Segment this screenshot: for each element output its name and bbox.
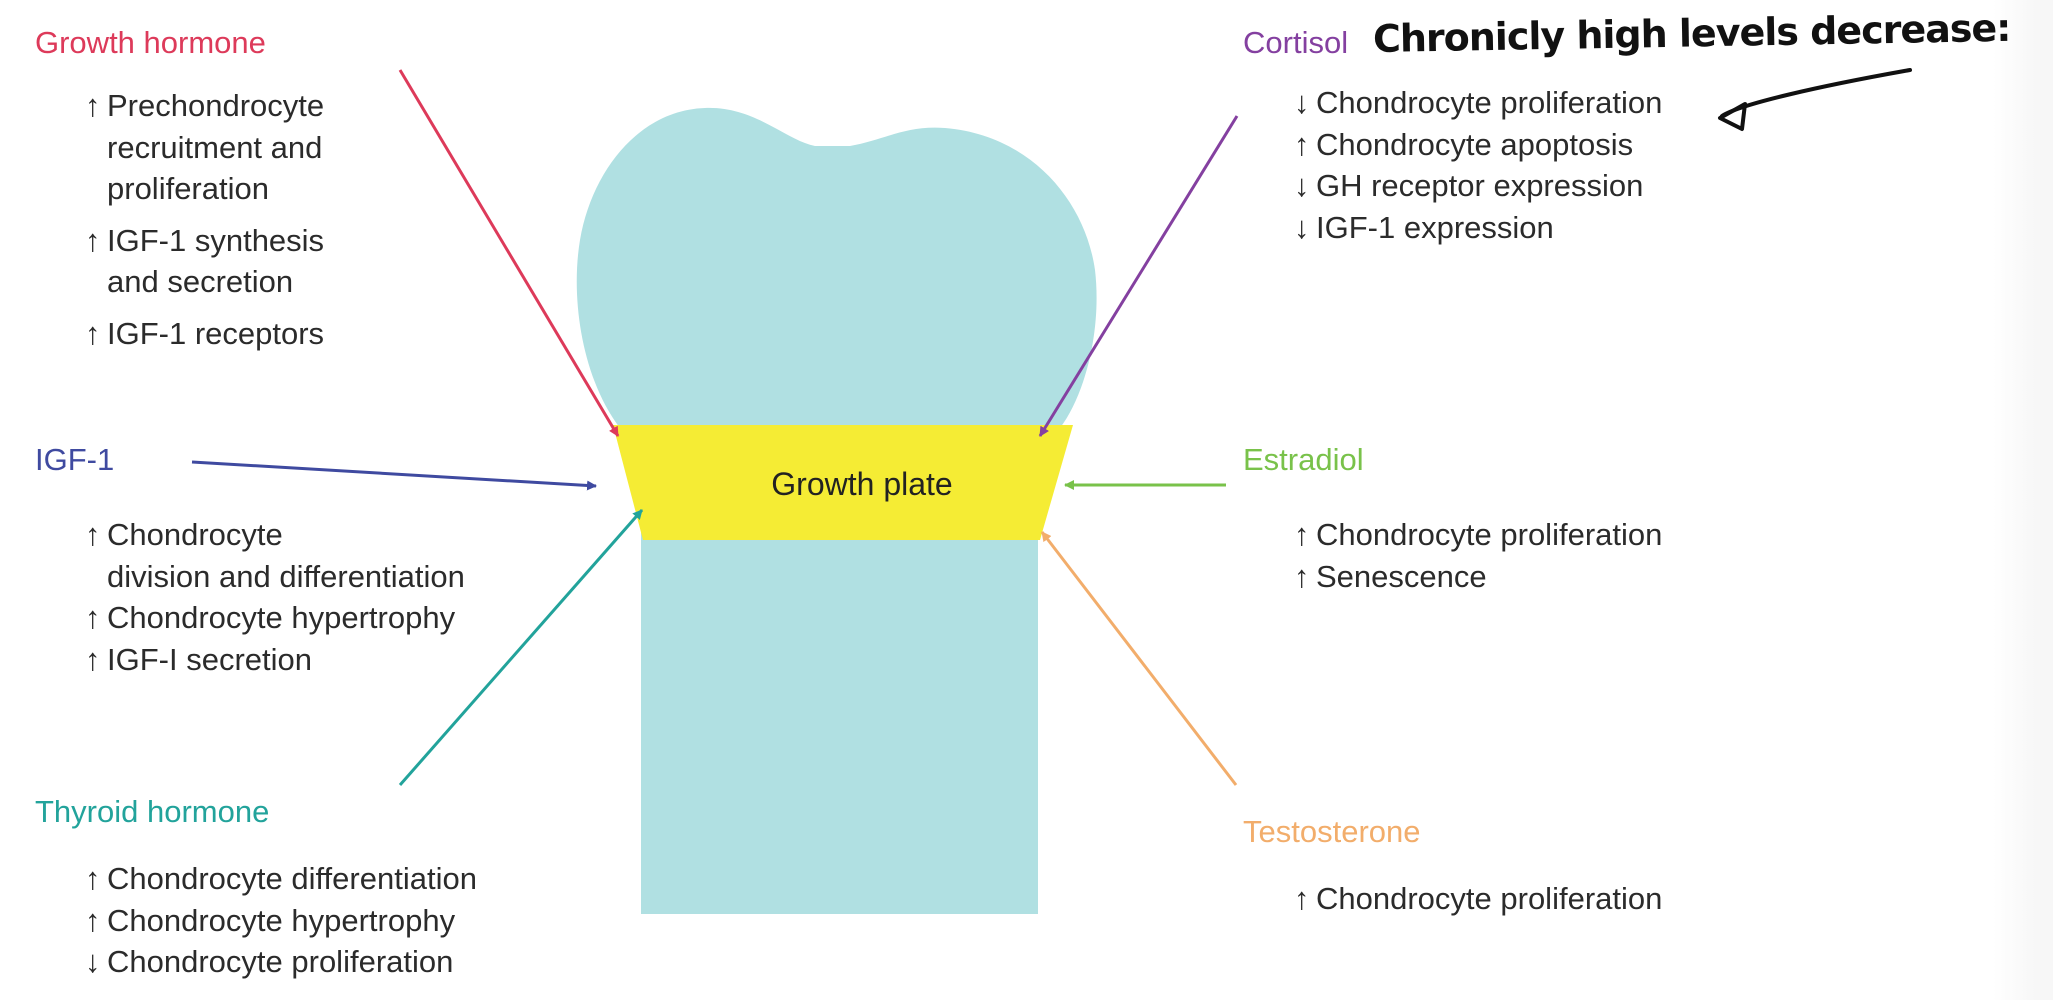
increase-arrow-icon: ↑	[85, 88, 101, 123]
increase-arrow-icon: ↑	[85, 222, 101, 258]
increase-arrow-icon: ↑	[85, 600, 101, 635]
effect-item: ↓ GH receptor expression	[1294, 165, 1662, 207]
increase-arrow-icon: ↑	[1294, 558, 1310, 594]
effect-text: Chondrocyte apoptosis	[1316, 126, 1634, 162]
effect-item: ↑ IGF-1 synthesis and secretion	[85, 220, 324, 303]
effect-text: Chondrocyte proliferation	[1316, 85, 1663, 120]
increase-arrow-icon: ↑	[1294, 517, 1310, 552]
effect-text: Chondrocyte proliferation	[1316, 517, 1663, 552]
increase-arrow-icon: ↑	[1294, 881, 1310, 916]
increase-arrow-icon: ↑	[1294, 126, 1310, 162]
effect-item: ↑ Senescence	[1294, 556, 1662, 598]
increase-arrow-icon: ↑	[85, 315, 101, 351]
effect-item: ↓ Chondrocyte proliferation	[1294, 82, 1662, 124]
effect-item: ↑ Chondrocyte hypertrophy	[85, 597, 465, 639]
decrease-arrow-icon: ↓	[1294, 168, 1310, 203]
effect-text: division and differentiation	[107, 558, 465, 594]
effect-text: Prechondrocyte	[107, 88, 325, 123]
growth-hormone-label: Growth hormone	[35, 25, 266, 60]
estradiol-label: Estradiol	[1243, 442, 1364, 477]
increase-arrow-icon: ↑	[85, 517, 101, 552]
thyroid-hormone-arrow	[398, 509, 644, 786]
effect-text: and secretion	[107, 264, 294, 299]
effect-item: ↑ Chondrocyte apoptosis	[1294, 124, 1662, 166]
effect-text: Chondrocyte proliferation	[1316, 881, 1663, 916]
effect-text: recruitment and	[107, 129, 323, 165]
igf1-label: IGF-1	[35, 442, 115, 477]
effect-item: ↓ Chondrocyte proliferation	[85, 941, 477, 983]
effect-item: ↑ IGF-I secretion	[85, 639, 465, 681]
growth-hormone-effects: ↑ Prechondrocyte recruitment and prolife…	[85, 85, 324, 354]
testosterone-label: Testosterone	[1243, 814, 1421, 849]
effect-text: Chondrocyte proliferation	[107, 944, 454, 979]
growth-hormone-arrow	[398, 69, 620, 437]
decrease-arrow-icon: ↓	[1294, 209, 1310, 245]
right-edge-shade	[1993, 0, 2053, 1000]
effect-item: ↑ Chondrocyte proliferation	[1294, 878, 1662, 920]
growth-plate-label: Growth plate	[771, 466, 953, 502]
effect-item: ↑ Chondrocyte proliferation	[1294, 514, 1662, 556]
increase-arrow-icon: ↑	[85, 902, 101, 938]
igf1-effects: ↑ Chondrocyte division and differentiati…	[85, 514, 465, 680]
testosterone-arrow	[1040, 531, 1238, 786]
effect-item: ↑ Prechondrocyte recruitment and prolife…	[85, 85, 324, 210]
igf1-arrow	[191, 460, 597, 491]
cortisol-label: Cortisol	[1243, 25, 1349, 60]
effect-text: Senescence	[1316, 558, 1487, 594]
growth-plate	[613, 425, 1073, 540]
effect-item: ↑ Chondrocyte differentiation	[85, 858, 477, 900]
effect-text: GH receptor expression	[1316, 168, 1644, 203]
effect-text: proliferation	[107, 171, 269, 206]
bone-epiphysis	[576, 107, 1097, 428]
effect-text: Chondrocyte hypertrophy	[107, 600, 456, 635]
increase-arrow-icon: ↑	[85, 861, 101, 896]
effect-text: Chondrocyte differentiation	[107, 861, 477, 896]
thyroid-hormone-effects: ↑ Chondrocyte differentiation ↑ Chondroc…	[85, 858, 477, 983]
estradiol-effects: ↑ Chondrocyte proliferation ↑ Senescence	[1294, 514, 1662, 597]
effect-text: IGF-1 expression	[1316, 209, 1554, 245]
handwritten-arrow	[1718, 68, 1912, 131]
effect-text: IGF-I secretion	[107, 641, 312, 677]
effect-item: ↓ IGF-1 expression	[1294, 207, 1662, 249]
effect-text: Chondrocyte	[107, 517, 283, 552]
decrease-arrow-icon: ↓	[85, 944, 101, 979]
thyroid-hormone-label: Thyroid hormone	[35, 794, 270, 829]
effect-item: ↑ Chondrocyte division and differentiati…	[85, 514, 465, 597]
effect-text: IGF-1 receptors	[107, 315, 325, 351]
increase-arrow-icon: ↑	[85, 641, 101, 677]
cortisol-arrow	[1038, 115, 1239, 437]
effect-item: ↑ IGF-1 receptors	[85, 313, 324, 355]
effect-text: IGF-1 synthesis	[107, 222, 325, 258]
effect-item: ↑ Chondrocyte hypertrophy	[85, 900, 477, 942]
effect-text: Chondrocyte hypertrophy	[107, 902, 456, 938]
bone-shaft	[641, 530, 1038, 914]
decrease-arrow-icon: ↓	[1294, 85, 1310, 120]
testosterone-effects: ↑ Chondrocyte proliferation	[1294, 878, 1662, 920]
cortisol-effects: ↓ Chondrocyte proliferation ↑ Chondrocyt…	[1294, 82, 1662, 248]
